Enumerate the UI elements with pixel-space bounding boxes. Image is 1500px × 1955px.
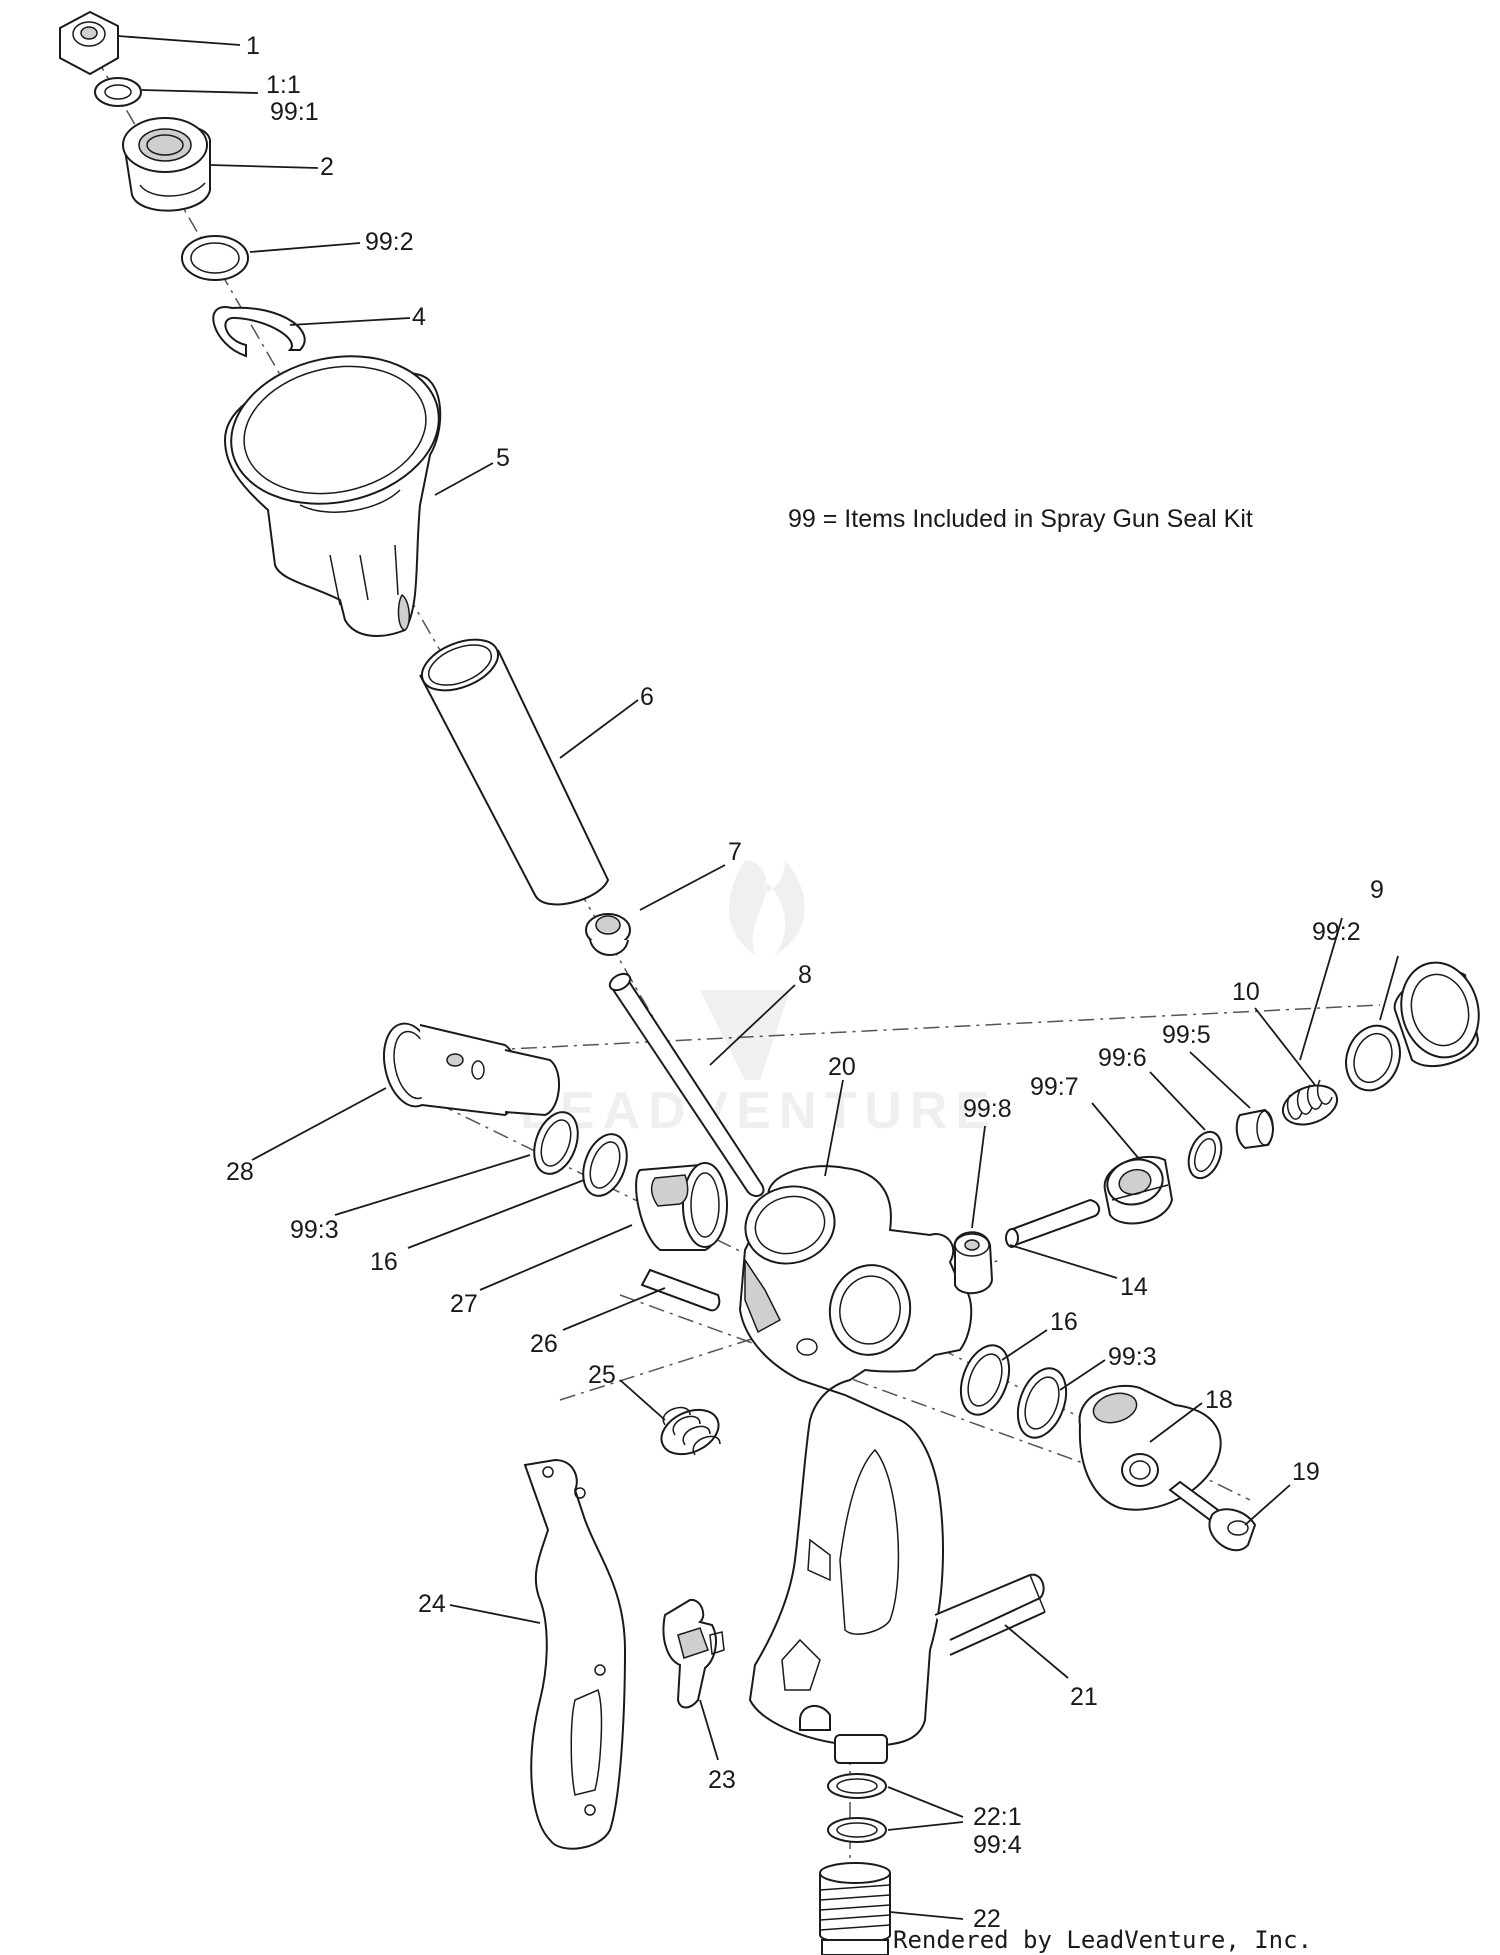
part-16-ring-right (959, 1344, 1011, 1416)
callout-16-left: 16 (370, 1248, 398, 1276)
part-28-end-cap (383, 1022, 561, 1117)
part-99-2-ring-right (1345, 1024, 1401, 1092)
callout-99-8: 99:8 (963, 1095, 1012, 1123)
callout-1-1: 1:1 (266, 71, 301, 99)
seal-kit-note: 99 = Items Included in Spray Gun Seal Ki… (788, 505, 1253, 533)
part-18-knob (1078, 1384, 1222, 1511)
part-25-spring (660, 1406, 721, 1456)
part-14-pin (1005, 1198, 1101, 1248)
callout-99-2-right: 99:2 (1312, 918, 1361, 946)
part-8-rod (608, 972, 765, 1197)
callout-28: 28 (226, 1158, 254, 1186)
callout-26: 26 (530, 1330, 558, 1358)
callout-99-6: 99:6 (1098, 1044, 1147, 1072)
callout-18: 18 (1205, 1386, 1233, 1414)
callout-9: 9 (1370, 876, 1384, 904)
part-99-3-ring-left (533, 1111, 579, 1175)
callout-22-1: 22:1 (973, 1803, 1022, 1831)
callout-23: 23 (708, 1766, 736, 1794)
callout-99-7: 99:7 (1030, 1073, 1079, 1101)
part-6-barrel-tube (419, 638, 610, 906)
cross-axis-upper (489, 1004, 1381, 1051)
callout-16-right: 16 (1050, 1308, 1078, 1336)
callout-25: 25 (588, 1361, 616, 1389)
part-7-valve-seat (585, 913, 631, 956)
callout-22: 22 (973, 1905, 1001, 1933)
watermark-text: LEADVENTURE (520, 1082, 998, 1140)
leader-lines (117, 35, 1399, 1920)
part-5-shroud (223, 355, 442, 637)
callout-99-3-left: 99:3 (290, 1216, 339, 1244)
part-2-coupling (122, 117, 211, 212)
part-16-ring-left (582, 1133, 628, 1197)
part-23-latch-clip (662, 1598, 725, 1709)
part-9-end-plug (1393, 961, 1480, 1068)
callout-8: 8 (798, 961, 812, 989)
part-99-3-ring-right (1016, 1367, 1068, 1439)
callout-1: 1 (246, 32, 260, 60)
part-22-inlet-fitting (819, 1862, 891, 1955)
part-26-pin (640, 1268, 721, 1312)
part-21-trigger-lock (934, 1573, 1046, 1656)
part-22-1-ring (827, 1773, 887, 1799)
part-24-trigger (523, 1458, 627, 1850)
part-10-spring (1281, 1079, 1339, 1126)
render-credit: Rendered by LeadVenture, Inc. (893, 1926, 1312, 1954)
callout-21: 21 (1070, 1683, 1098, 1711)
part-99-6-ring (1187, 1130, 1223, 1180)
callout-19: 19 (1292, 1458, 1320, 1486)
callout-99-5: 99:5 (1162, 1021, 1211, 1049)
part-99-4-ring (827, 1817, 887, 1843)
callout-99-4: 99:4 (973, 1831, 1022, 1859)
callout-20: 20 (828, 1053, 856, 1081)
callout-10: 10 (1232, 978, 1260, 1006)
part-99-5-seat (1235, 1108, 1274, 1150)
part-1-1-washer (94, 77, 142, 107)
callout-2: 2 (320, 153, 334, 181)
callout-99-3-right: 99:3 (1108, 1343, 1157, 1371)
callout-27: 27 (450, 1290, 478, 1318)
callout-99-2-upper: 99:2 (365, 228, 414, 256)
callout-6: 6 (640, 683, 654, 711)
callout-7: 7 (728, 838, 742, 866)
part-19-cap-screw (1168, 1480, 1257, 1552)
part-1-nozzle-nut (59, 10, 119, 76)
part-27-sleeve (635, 1162, 728, 1251)
part-20-gun-body (738, 1165, 973, 1764)
leadventure-watermark: LEADVENTURE (520, 860, 998, 1140)
callout-24: 24 (418, 1590, 446, 1618)
callout-5: 5 (496, 444, 510, 472)
callout-99-1: 99:1 (270, 98, 319, 126)
callout-4: 4 (412, 303, 426, 331)
part-99-7-cartridge (1103, 1155, 1174, 1225)
part-4-split-ring (212, 306, 306, 358)
part-99-8-bushing (953, 1231, 994, 1295)
callout-labels: 1 1:1 99:1 2 99:2 4 5 6 7 8 9 99:2 10 99… (226, 32, 1384, 1933)
callout-14: 14 (1120, 1273, 1148, 1301)
